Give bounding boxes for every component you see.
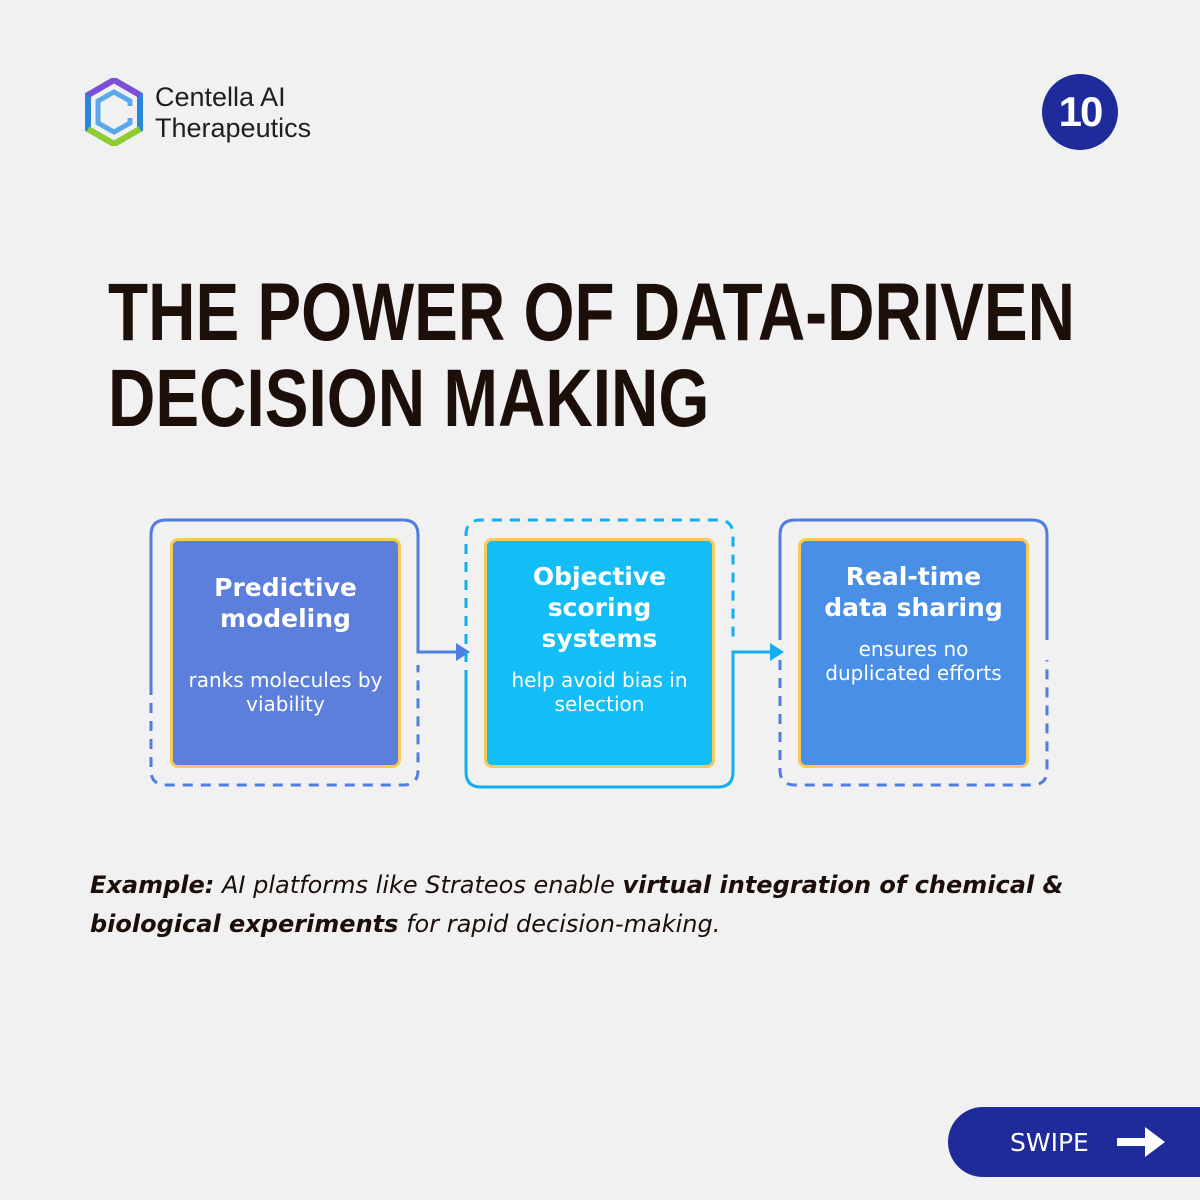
page-number-badge: 10 bbox=[1042, 74, 1118, 150]
step-description: help avoid bias in selection bbox=[511, 668, 688, 716]
frame-1-dashed bbox=[149, 665, 420, 787]
swipe-label: SWIPE bbox=[1010, 1127, 1089, 1157]
frame-2-dashed bbox=[464, 518, 735, 680]
step-heading: Objective scoring systems bbox=[532, 562, 667, 653]
example-text: Example: AI platforms like Strateos enab… bbox=[90, 866, 1160, 944]
page-title: THE POWER OF DATA-DRIVEN DECISION MAKING bbox=[108, 270, 1075, 442]
title-line-2: DECISION MAKING bbox=[108, 353, 710, 444]
brand-line-2: Therapeutics bbox=[155, 113, 312, 143]
arrow-right-icon bbox=[1116, 1127, 1165, 1157]
flow-arrow-2 bbox=[770, 643, 784, 661]
example-text-after: for rapid decision-making. bbox=[398, 910, 721, 938]
step-heading: Real-time data sharing bbox=[824, 562, 1003, 622]
frame-3-dashed bbox=[778, 660, 1049, 787]
example-emphasis: virtual integration of chemical & biolog… bbox=[90, 871, 1064, 938]
frame-1-solid bbox=[149, 518, 458, 685]
frame-3-solid bbox=[778, 518, 1049, 640]
flow-arrow-1 bbox=[456, 643, 470, 661]
step-description: ensures no duplicated efforts bbox=[825, 637, 1002, 685]
brand-line-1: Centella AI bbox=[155, 82, 286, 112]
frame-2-solid bbox=[464, 650, 772, 789]
step-heading: Predictive modeling bbox=[214, 573, 357, 633]
step-card-objective-scoring: Objective scoring systems help avoid bia… bbox=[484, 538, 715, 768]
swipe-button[interactable]: SWIPE bbox=[948, 1107, 1200, 1177]
step-card-predictive-modeling: Predictive modeling ranks molecules by v… bbox=[170, 538, 401, 768]
step-description: ranks molecules by viability bbox=[188, 668, 383, 716]
brand-name: Centella AI Therapeutics bbox=[155, 82, 311, 144]
step-card-real-time-sharing: Real-time data sharing ensures no duplic… bbox=[798, 538, 1029, 768]
title-line-1: THE POWER OF DATA-DRIVEN bbox=[108, 267, 1075, 358]
example-label: Example: bbox=[90, 871, 215, 899]
example-text-before: AI platforms like Strateos enable bbox=[214, 871, 623, 899]
hexagon-c-logo-icon bbox=[85, 78, 143, 146]
